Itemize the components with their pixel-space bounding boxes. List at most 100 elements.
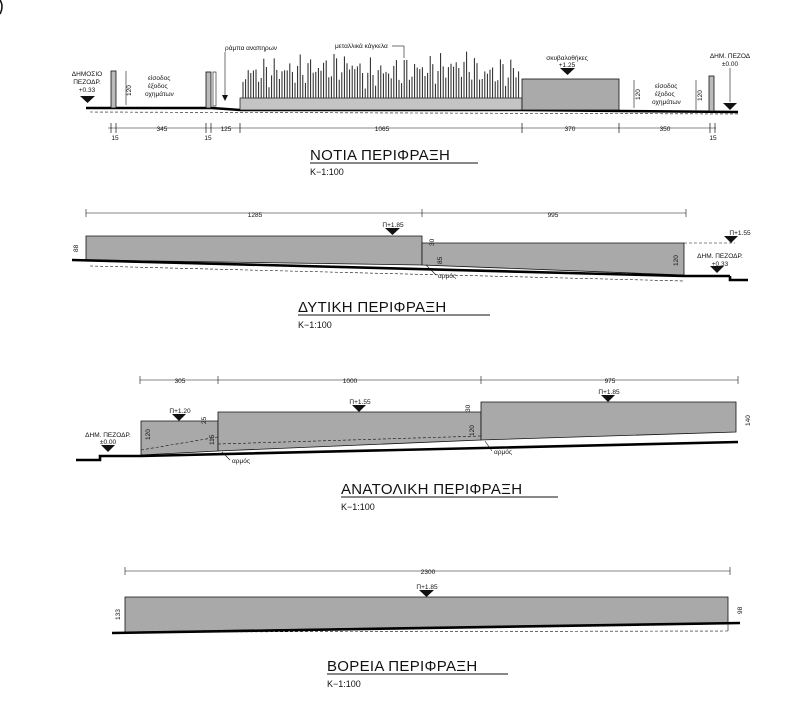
- west-elev-left: Π+1.85: [382, 222, 404, 229]
- east-joint-1: αρμός: [232, 457, 250, 465]
- south-dim-3: 125: [221, 126, 232, 133]
- east-pavement-elev: ±0.00: [100, 439, 117, 446]
- south-level-marker-left: [80, 96, 95, 103]
- south-title: ΝΟΤΙΑ ΠΕΡΙΦΡΑΞΗ: [310, 147, 450, 164]
- north-title: ΒΟΡΕΙΑ ΠΕΡΙΦΡΑΞΗ: [327, 658, 477, 675]
- west-pavement-label: ΔΗΜ. ΠΕΖΟΔΡ.: [697, 253, 743, 260]
- west-elev-marker-left: [385, 228, 400, 235]
- west-dim-right: 995: [548, 212, 559, 219]
- south-ramp-label: ράμπα αναπηρων: [225, 44, 277, 52]
- east-elev-3: Π+1.85: [598, 389, 620, 396]
- east-scale: K−1:100: [341, 502, 375, 512]
- east-joint-2: αρμός: [494, 448, 512, 456]
- east-h-a: 120: [145, 429, 152, 440]
- west-elev-marker-right: [724, 236, 738, 243]
- south-dim-5: 370: [565, 126, 576, 133]
- east-foundation-2: [217, 435, 482, 445]
- south-public-elev: +0.33: [79, 87, 96, 94]
- east-elev-1: Π+1.20: [169, 408, 191, 415]
- west-pavement-marker: [710, 266, 724, 273]
- south-gate-frame: [212, 71, 217, 107]
- south-height-120b: 120: [635, 89, 642, 100]
- north-dim: 2300: [421, 569, 436, 576]
- north-elevation: 2300 Π+1.85 133 98 ΒΟΡΕΙΑ ΠΕΡΙΦΡΑΞΗ K−1:…: [111, 567, 744, 689]
- south-entry-r-1: είσοδος: [655, 82, 677, 90]
- north-elev-marker: [419, 590, 434, 597]
- south-railing-label: μεταλλικά κάγκελα: [335, 42, 388, 50]
- west-h-step: 30: [429, 238, 436, 246]
- south-gate-post: [205, 71, 212, 109]
- east-h-b: 25: [201, 416, 208, 424]
- west-dim-left: 1285: [248, 212, 263, 219]
- north-h-left: 133: [115, 609, 122, 620]
- east-joint-leader-1: [221, 451, 231, 461]
- north-h-right: 98: [737, 606, 744, 614]
- south-dim-7: 15: [709, 135, 717, 142]
- east-pavement-label: ΔΗΜ. ΠΕΖΟΔΡ.: [85, 432, 131, 439]
- south-dim-6: 350: [660, 126, 671, 133]
- east-wall-1: [140, 420, 219, 456]
- south-elevation: ΔΗΜΟΣΙΟ ΠΕΖΟΔΡ. +0.33 120 είσοδος έξοδος…: [72, 42, 751, 177]
- west-joint-leader: [425, 264, 437, 276]
- west-foundation-line: [89, 265, 685, 282]
- east-h-f: 140: [745, 415, 752, 426]
- east-ground-line: [76, 440, 739, 462]
- west-ground-step: [728, 276, 748, 282]
- west-elev-right: Π+1.55: [729, 230, 751, 237]
- east-wall-2: [217, 411, 482, 452]
- east-h-c: 115: [209, 434, 216, 445]
- south-entry-r-3: οχημάτων: [652, 98, 681, 106]
- south-entry-label-1: είσοδος: [148, 74, 170, 82]
- south-railing-base: [239, 97, 523, 111]
- south-scale: K−1:100: [310, 167, 344, 177]
- south-railing-bars: [242, 51, 520, 98]
- south-bins-marker: [560, 68, 575, 75]
- east-pavement-marker: [101, 445, 115, 452]
- west-elevation: 1285 995 Π+1.85 Π+1.55 ΔΗΜ. ΠΕΖΟΔΡ. +0.3…: [71, 209, 751, 330]
- north-scale: K−1:100: [327, 679, 361, 689]
- east-foundation-1: [140, 436, 219, 451]
- south-height-120a: 120: [126, 85, 133, 96]
- east-dim-2: 1000: [343, 378, 358, 385]
- east-wall-3: [480, 401, 737, 441]
- south-pavement-right-elev: ±0.00: [722, 61, 739, 68]
- south-height-120c: 120: [697, 90, 704, 101]
- east-dim-3: 975: [605, 378, 616, 385]
- corner-mark: [0, 0, 3, 15]
- south-public-label-1: ΔΗΜΟΣΙΟ: [72, 71, 102, 78]
- east-joint-leader-2: [484, 440, 493, 452]
- east-h-e: 120: [469, 425, 476, 436]
- east-dim-1: 305: [175, 378, 186, 385]
- south-pillar-right: [708, 75, 715, 112]
- south-entry-r-2: έξοδος: [655, 90, 675, 98]
- east-elev-2: Π+1.55: [349, 399, 371, 406]
- north-foundation-line: [124, 630, 729, 633]
- west-title: ΔΥΤΙΚΗ ΠΕΡΙΦΡΑΞΗ: [298, 299, 447, 316]
- east-elevation: 305 1000 975 Π+1.20 Π+1.55 Π+1.85 ΔΗΜ. Π…: [76, 376, 752, 512]
- west-h-mid: 85: [437, 256, 444, 264]
- south-entry-label-2: έξοδος: [148, 82, 168, 90]
- east-title: ΑΝΑΤΟΛΙΚΗ ΠΕΡΙΦΡΑΞΗ: [341, 481, 522, 498]
- south-bins-label: σκυβαλοθήκες: [546, 55, 588, 62]
- south-entry-label-3: οχημάτων: [145, 90, 174, 98]
- west-pavement-elev: +0.33: [712, 261, 729, 268]
- north-elev: Π+1.85: [416, 584, 438, 591]
- west-scale: K−1:100: [298, 320, 332, 330]
- south-bins-block: [521, 78, 620, 111]
- south-dim-2: 15: [204, 135, 212, 142]
- west-h-right: 120: [673, 255, 680, 266]
- south-level-marker-right: [723, 103, 737, 110]
- east-elev-marker-1: [172, 414, 186, 421]
- east-elev-marker-2: [352, 405, 366, 412]
- south-dimension-ticks: [110, 123, 716, 133]
- south-dim-4: 1065: [375, 126, 390, 133]
- south-dim-1: 345: [157, 126, 168, 133]
- south-foundation-line: [89, 111, 739, 115]
- south-pillar-left: [110, 70, 117, 109]
- south-public-label-2: ΠΕΖΟΔΡ.: [73, 79, 101, 86]
- east-elev-marker-3: [601, 395, 615, 402]
- east-h-d: 30: [465, 404, 472, 412]
- south-bins-elev: +1.25: [559, 62, 576, 69]
- north-ground-line: [111, 621, 741, 635]
